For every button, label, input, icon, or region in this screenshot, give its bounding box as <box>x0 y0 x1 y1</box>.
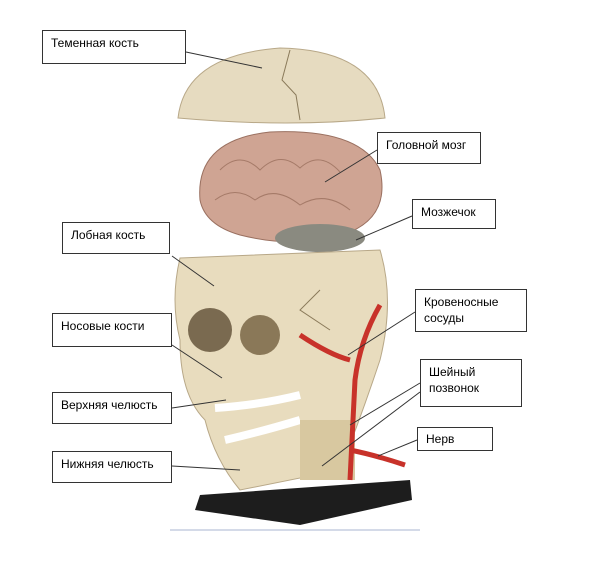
label-maxilla: Верхняя челюсть <box>52 392 172 424</box>
label-frontal-bone: Лобная кость <box>62 222 170 254</box>
pointer-lines <box>171 51 421 471</box>
label-nerve: Нерв <box>417 427 493 451</box>
label-blood-vessels: Кровеносные сосуды <box>415 289 527 332</box>
cervical-vertebra <box>300 420 355 480</box>
label-cervical-vertebra: Шейный позвонок <box>420 359 522 407</box>
label-brain: Головной мозг <box>377 132 481 164</box>
label-nasal-bones: Носовые кости <box>52 313 172 347</box>
parietal-bone <box>177 47 386 124</box>
label-parietal-bone: Теменная кость <box>42 30 186 64</box>
model-stand <box>195 480 412 525</box>
label-cerebellum: Мозжечок <box>412 199 496 229</box>
cerebellum <box>275 224 365 252</box>
brain <box>199 131 383 243</box>
label-mandible: Нижняя челюсть <box>52 451 172 483</box>
